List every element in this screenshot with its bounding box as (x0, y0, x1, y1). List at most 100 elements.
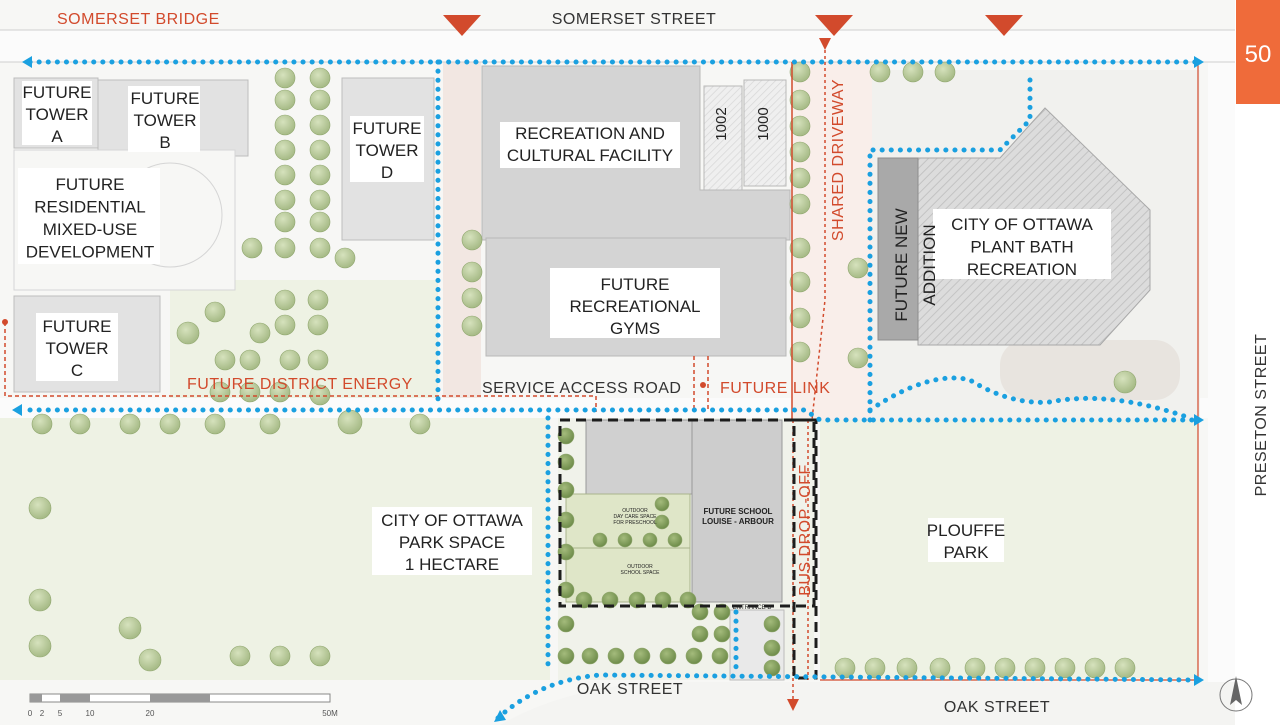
tree-icon (274, 237, 296, 259)
tree-icon (763, 615, 781, 633)
tree-icon (557, 581, 575, 599)
tree-icon (309, 89, 331, 111)
tree-icon (557, 511, 575, 529)
bus-dropoff-label: BUS DROP -OFF (797, 464, 814, 596)
tree-icon (309, 211, 331, 233)
tree-icon (1113, 370, 1137, 394)
label-line: B (159, 133, 170, 152)
tree-icon (607, 647, 625, 665)
tree-icon (896, 657, 918, 679)
label-line: TOWER (356, 141, 419, 160)
label-line: 1 HECTARE (405, 555, 499, 574)
tree-icon (691, 603, 709, 621)
tree-icon (274, 314, 296, 336)
tree-icon (461, 287, 483, 309)
tree-icon (592, 532, 608, 548)
tree-icon (1024, 657, 1046, 679)
label-line: MIXED-USE (43, 220, 137, 239)
tree-icon (28, 588, 52, 612)
preston-street-label: PRESETON STREET (1253, 334, 1270, 497)
pedestrian-walkway (443, 62, 481, 398)
scale-tick-label: 50M (322, 709, 338, 718)
scale-tick-label: 0 (28, 709, 33, 718)
path-arrows (12, 56, 1204, 722)
label-line: LOUISE - ARBOUR (702, 517, 774, 526)
tree-icon (654, 591, 672, 609)
label-line: RECREATION AND (515, 124, 665, 143)
tree-icon (28, 634, 52, 658)
tree-icon (204, 413, 226, 435)
tree-icon (269, 645, 291, 667)
tree-icon (557, 543, 575, 561)
tree-icon (601, 591, 619, 609)
trees (28, 61, 1137, 679)
tree-icon (557, 647, 575, 665)
tree-icon (274, 114, 296, 136)
tree-icon (557, 453, 575, 471)
tree-icon (557, 481, 575, 499)
tree-icon (1054, 657, 1076, 679)
tree-icon (581, 647, 599, 665)
addr-1000-building (743, 79, 787, 187)
entry-marker-3 (985, 15, 1023, 36)
entry-marker-1 (443, 15, 481, 36)
tree-icon (869, 61, 891, 83)
tree-icon (309, 189, 331, 211)
somerset-bridge-label: SOMERSET BRIDGE (57, 11, 220, 28)
label-line: SCHOOL SPACE (621, 570, 661, 576)
tree-icon (274, 89, 296, 111)
tree-icon (409, 413, 431, 435)
tree-icon (711, 647, 729, 665)
tree-icon (994, 657, 1016, 679)
tree-icon (864, 657, 886, 679)
label-line: RECREATION (967, 260, 1077, 279)
label-line: DEVELOPMENT (26, 243, 154, 262)
tree-icon (249, 322, 271, 344)
tree-icon (642, 532, 658, 548)
path-oak (495, 672, 1198, 721)
tree-icon (633, 647, 651, 665)
tree-icon (789, 115, 811, 137)
path-plant-bath-south (867, 375, 1193, 421)
tree-icon (461, 261, 483, 283)
label-line: PARK SPACE (399, 533, 505, 552)
future-link-label: FUTURE LINK (720, 380, 830, 397)
shared-driveway-line (811, 38, 831, 421)
tree-icon (789, 167, 811, 189)
tree-icon (274, 289, 296, 311)
tree-icon (309, 67, 331, 89)
tree-icon (679, 591, 697, 609)
label-line: PARK (943, 543, 989, 562)
plouffe-park-area (820, 420, 1198, 678)
tree-icon (789, 193, 811, 215)
tree-icon (279, 349, 301, 371)
school-gym-block (585, 419, 695, 495)
tree-icon (214, 349, 236, 371)
tree-icon (789, 341, 811, 363)
tree-icon (964, 657, 986, 679)
tree-icon (575, 591, 593, 609)
tree-icon (557, 427, 575, 445)
tree-icon (209, 381, 231, 403)
tree-icon (274, 211, 296, 233)
tree-icon (309, 237, 331, 259)
label-line: C (71, 361, 83, 380)
tree-icon (659, 647, 677, 665)
tree-icon (259, 413, 281, 435)
addr-1000-label: 1000 (755, 107, 772, 140)
tree-icon (307, 289, 329, 311)
tree-icon (1114, 657, 1136, 679)
district-energy-line (4, 322, 597, 412)
tree-icon (229, 645, 251, 667)
annotation-labels: FUTURE DISTRICT ENERGY FUTURE LINK SHARE… (187, 79, 847, 611)
addr-1002-label: 1002 (713, 107, 730, 140)
